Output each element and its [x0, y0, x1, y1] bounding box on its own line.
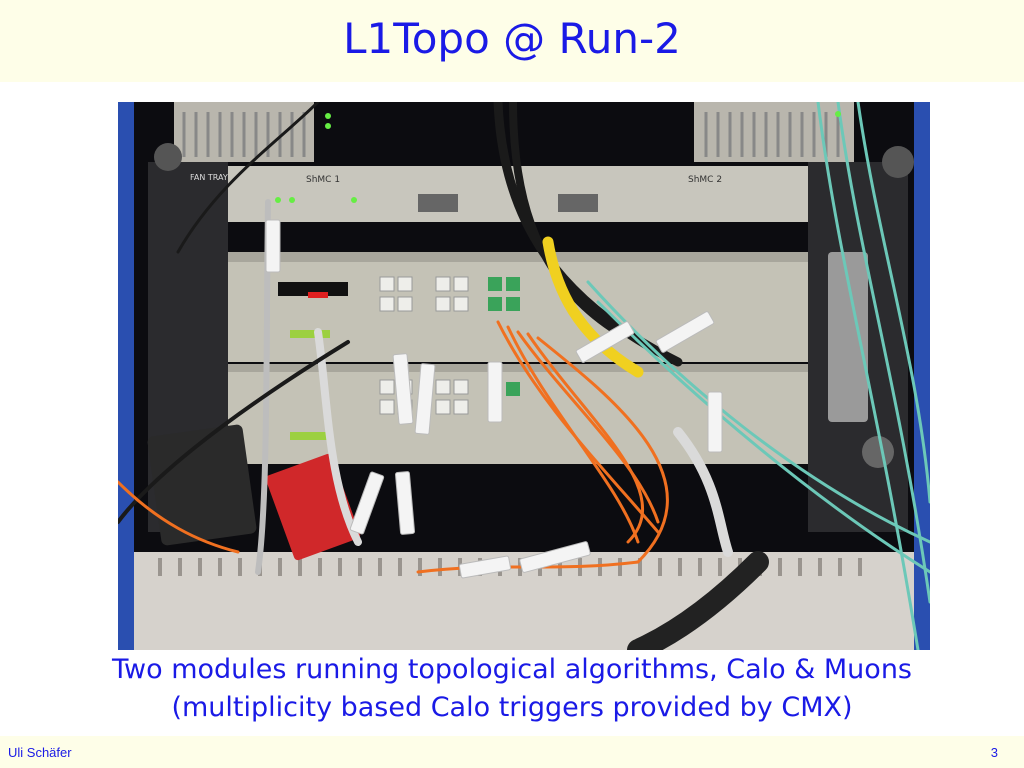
caption-line-2: (multiplicity based Calo triggers provid…: [171, 692, 853, 723]
hardware-photo: FAN TRAY ShMC 1 ShMC 2: [116, 97, 932, 661]
footer-band: [0, 736, 1024, 768]
shmc1-label: ShMC 1: [306, 175, 340, 185]
shmc2-label: ShMC 2: [688, 175, 722, 185]
fan-tray-label: FAN TRAY: [190, 173, 228, 182]
page-number: 3: [990, 745, 998, 760]
slide-title: L1Topo @ Run-2: [343, 14, 681, 63]
crate-photo-illustration: FAN TRAY ShMC 1 ShMC 2: [116, 97, 932, 661]
title-band: [0, 0, 1024, 82]
footer-author: Uli Schäfer: [8, 745, 72, 760]
caption-line-1: Two modules running topological algorith…: [112, 654, 912, 685]
